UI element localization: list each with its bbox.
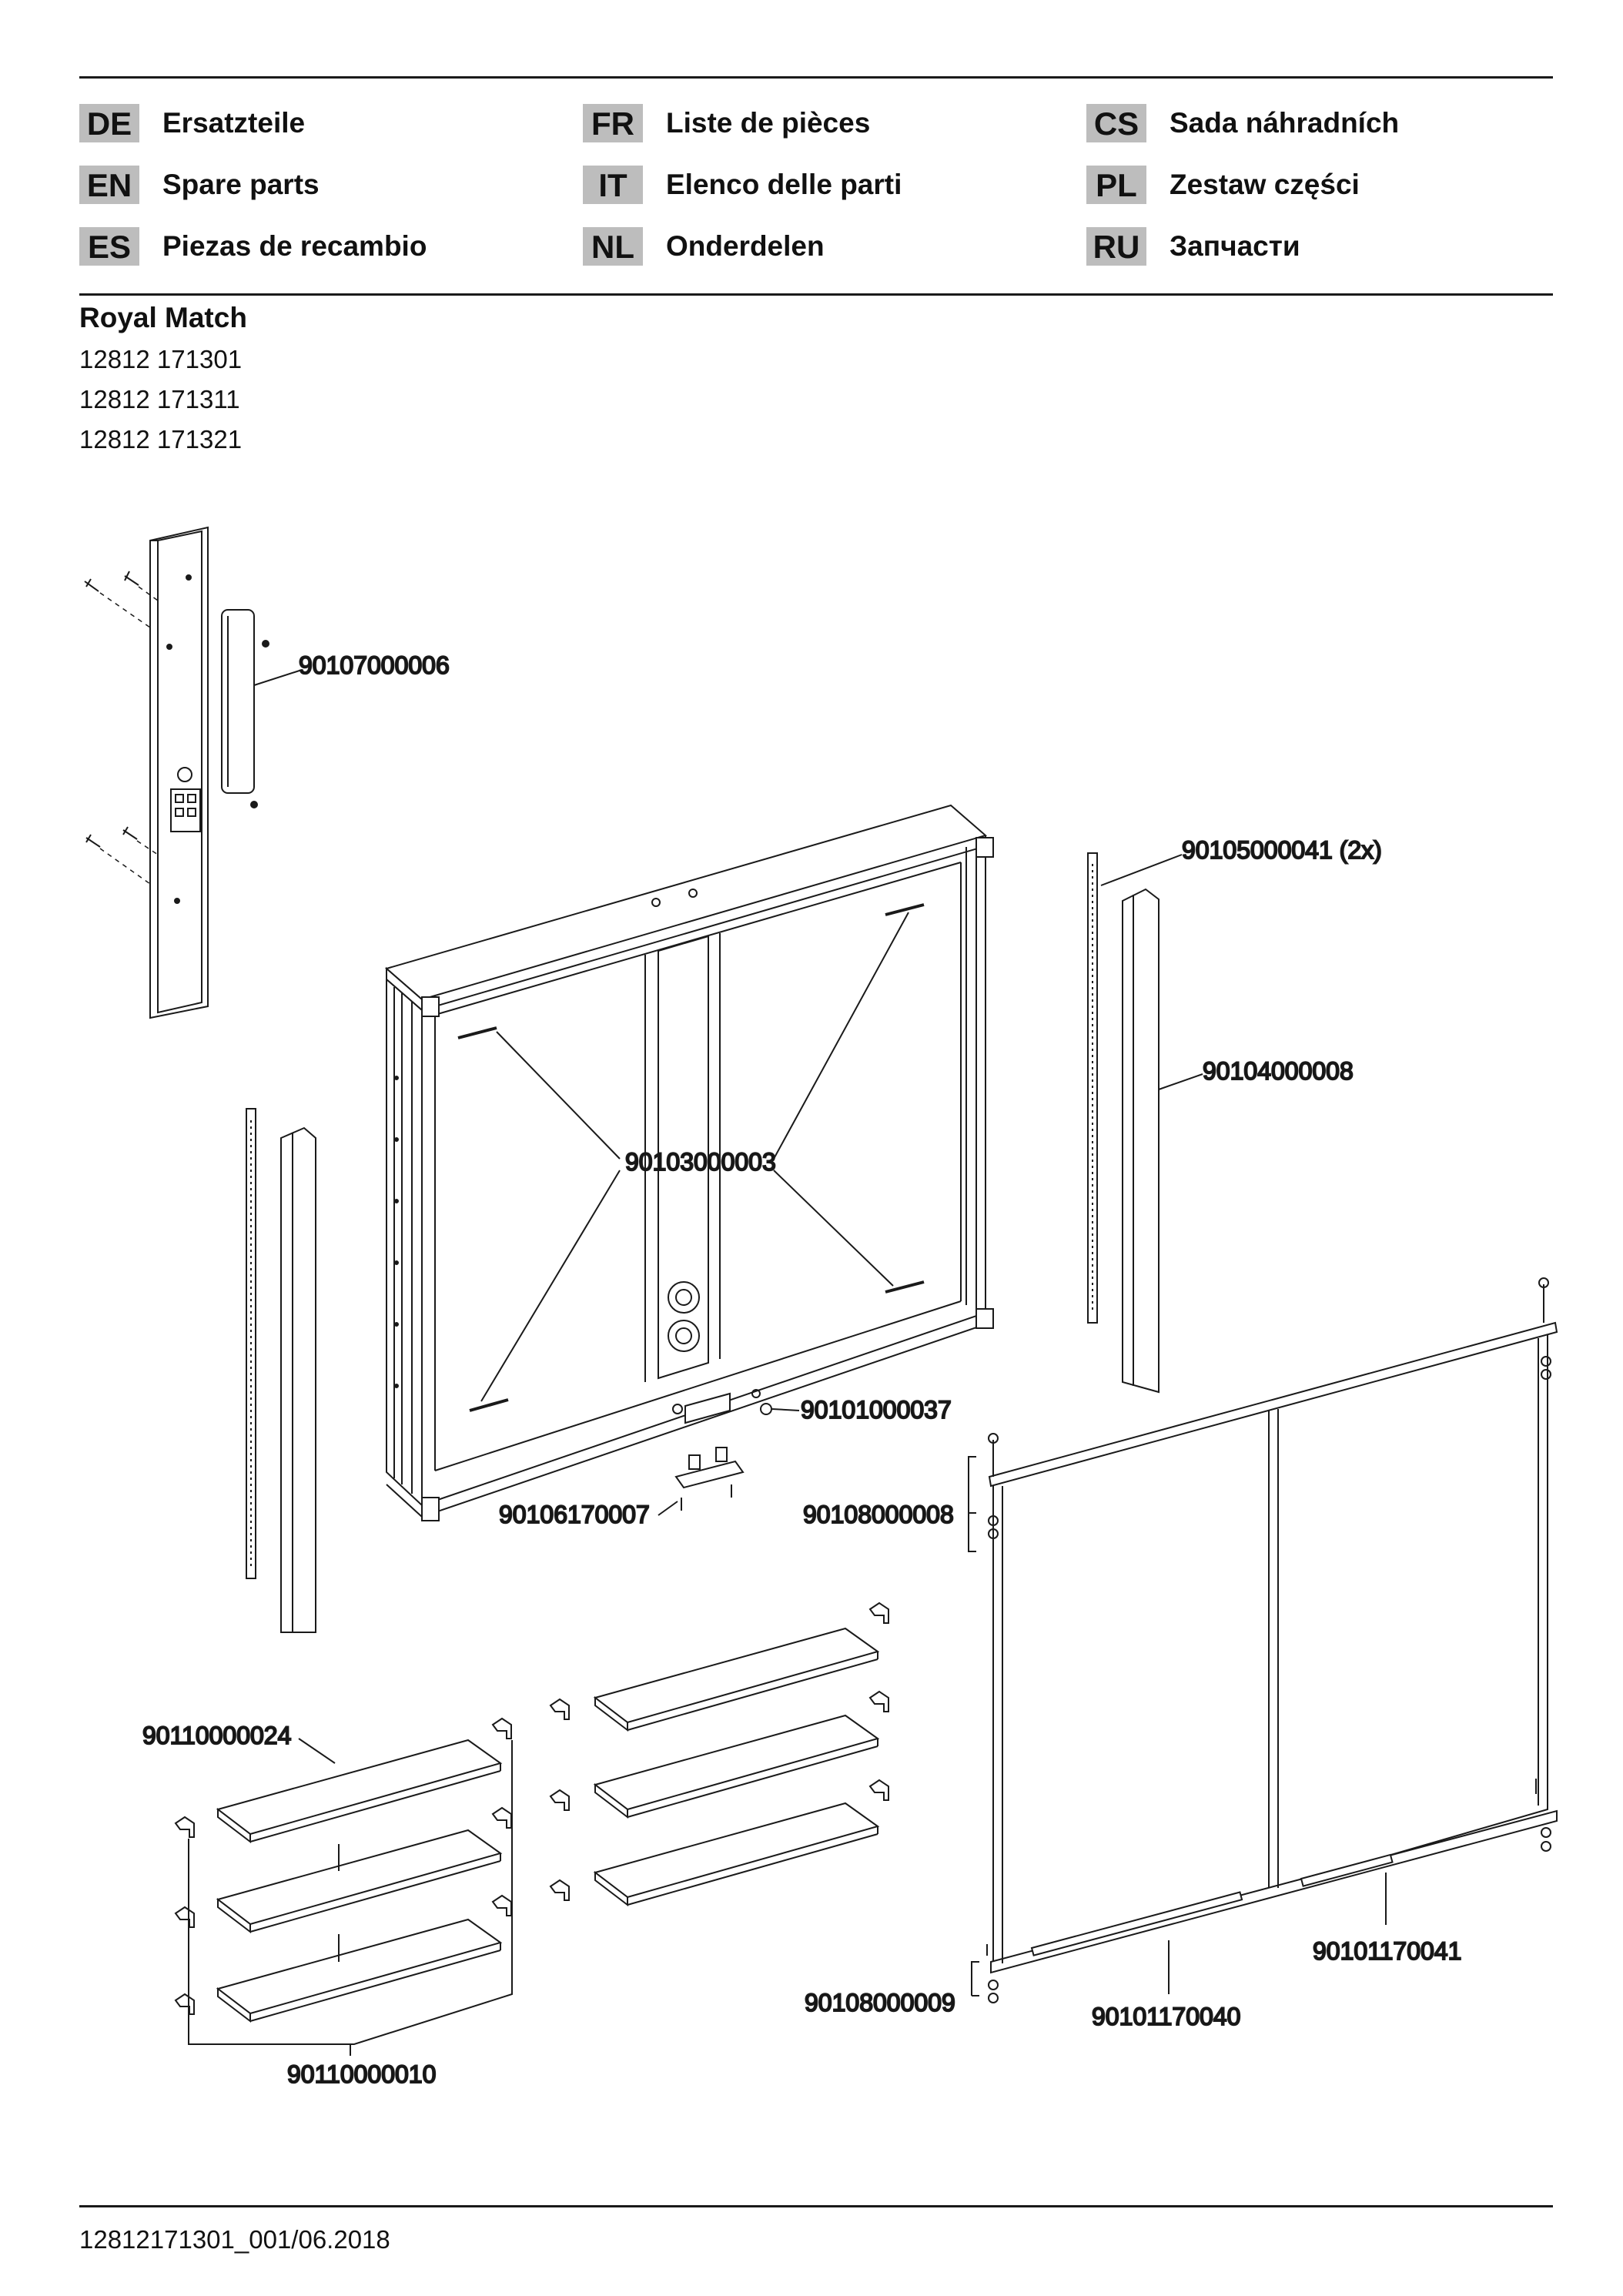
leader-side-profile (1158, 1073, 1203, 1090)
cap-part (672, 1389, 772, 1415)
lang-code: FR (583, 104, 643, 142)
right-side-trim-part (1087, 852, 1160, 1394)
part-number-door-left-bar: 90101170040 (1092, 2003, 1240, 2030)
leader-hinge-top (968, 1513, 976, 1552)
part-number-hinge-bottom: 90108000009 (805, 1989, 955, 2017)
header-bottom-rule (79, 293, 1553, 296)
lang-label: Ersatzteile (162, 107, 306, 139)
lang-de: DE Ersatzteile (79, 104, 305, 142)
leader-hinge-top (968, 1456, 976, 1514)
lang-code: PL (1086, 166, 1146, 204)
product-variant: 12812 171301 (79, 345, 243, 373)
footer-document-id: 12812171301_001/06.2018 (79, 2225, 390, 2254)
part-number-side-trim-strip: 90105000041 (2x) (1182, 836, 1382, 864)
lang-it: IT Elenco delle parti (583, 166, 902, 204)
lang-es: ES Piezas de recambio (79, 227, 427, 266)
lang-label: Spare parts (162, 169, 320, 200)
lang-code: ES (79, 227, 139, 266)
lang-label: Onderdelen (666, 230, 825, 262)
leader-cap (771, 1408, 800, 1411)
product-title: Royal Match (79, 302, 247, 333)
lang-code: CS (1086, 104, 1146, 142)
lang-label: Запчасти (1170, 230, 1300, 262)
product-variant: 12812 171311 (79, 385, 240, 413)
lang-ru: RU Запчасти (1086, 227, 1300, 266)
lang-nl: NL Onderdelen (583, 227, 825, 266)
left-side-trim-part (246, 1108, 316, 1633)
lang-label: Zestaw części (1170, 169, 1360, 200)
part-number-socket-bracket: 90106170007 (499, 1501, 650, 1528)
leader-hinge-screws (496, 1031, 621, 1160)
lang-label: Elenco delle parti (666, 169, 902, 200)
lang-fr: FR Liste de pièces (583, 104, 870, 142)
leader-hinge-screws (480, 1170, 621, 1402)
part-number-door-right-bar: 90101170041 (1313, 1937, 1461, 1965)
footer-rule (79, 2205, 1553, 2207)
part-number-hinge-screws: 90103000003 (625, 1148, 776, 1176)
shelves-middle-group (549, 1602, 889, 1907)
lang-code: EN (79, 166, 139, 204)
leader-socket-bracket (658, 1501, 678, 1516)
lang-pl: PL Zestaw części (1086, 166, 1360, 204)
part-number-hinge-top: 90108000008 (803, 1501, 954, 1528)
part-number-light-unit: 90107000006 (299, 651, 450, 679)
lang-code: IT (583, 166, 643, 204)
lang-cs: CS Sada náhradních (1086, 104, 1399, 142)
shelves-left-group (174, 1717, 512, 2023)
leader-light-unit (253, 669, 303, 686)
part-number-cap: 90101000037 (801, 1396, 952, 1424)
leader-side-trim-strip (1100, 854, 1183, 886)
part-number-side-profile: 90104000008 (1203, 1057, 1354, 1085)
mirror-doors-part (986, 1277, 1558, 2003)
leader-shelf-large (298, 1738, 336, 1764)
lang-label: Sada náhradních (1170, 107, 1400, 139)
part-number-shelf-supports: 90110000010 (287, 2060, 436, 2088)
part-number-shelf-large: 90110000024 (142, 1722, 291, 1749)
lang-code: DE (79, 104, 139, 142)
product-variant: 12812 171321 (79, 425, 243, 454)
light-unit-part (84, 526, 269, 1019)
lang-code: RU (1086, 227, 1146, 266)
header-top-rule (79, 76, 1553, 79)
lang-code: NL (583, 227, 643, 266)
socket-bracket-part (674, 1392, 745, 1511)
lang-label: Liste de pièces (666, 107, 871, 139)
leader-hinge-screws (773, 912, 909, 1160)
lang-en: EN Spare parts (79, 166, 320, 204)
leader-hinge-bottom (971, 1961, 979, 1996)
leader-hinge-screws (773, 1170, 894, 1287)
leader-shelf-supports (188, 1740, 513, 2045)
lang-label: Piezas de recambio (162, 230, 427, 262)
